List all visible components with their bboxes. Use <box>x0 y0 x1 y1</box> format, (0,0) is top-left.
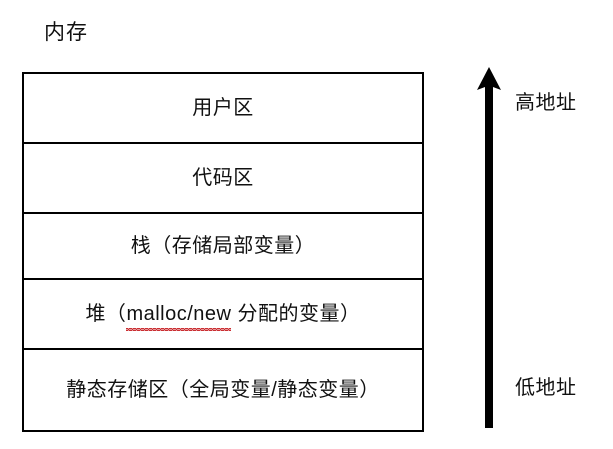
heap-label-prefix: 堆（ <box>85 303 127 325</box>
up-arrow-icon <box>473 64 507 428</box>
memory-region-label-static: 静态存储区（全局变量/静态变量） <box>66 379 380 401</box>
memory-region-row: 栈（存储局部变量） <box>24 214 422 280</box>
memory-region-row: 静态存储区（全局变量/静态变量） <box>24 350 422 430</box>
memory-region-row: 堆（malloc/new 分配的变量） <box>24 280 422 350</box>
high-address-label: 高地址 <box>515 92 577 114</box>
memory-region-label-stack: 栈（存储局部变量） <box>130 235 316 257</box>
memory-region-label-code: 代码区 <box>192 167 254 189</box>
memory-region-label-heap: 堆（malloc/new 分配的变量） <box>85 300 361 331</box>
memory-layout-table: 用户区 代码区 栈（存储局部变量） 堆（malloc/new 分配的变量） 静态… <box>22 72 424 432</box>
heap-label-suffix: 分配的变量） <box>231 303 361 325</box>
memory-region-row: 代码区 <box>24 144 422 214</box>
memory-region-label-user: 用户区 <box>192 97 254 119</box>
spellcheck-underlined-text: malloc/new <box>126 300 232 331</box>
page-title: 内存 <box>44 21 88 44</box>
memory-region-row: 用户区 <box>24 74 422 144</box>
low-address-label: 低地址 <box>515 377 577 399</box>
